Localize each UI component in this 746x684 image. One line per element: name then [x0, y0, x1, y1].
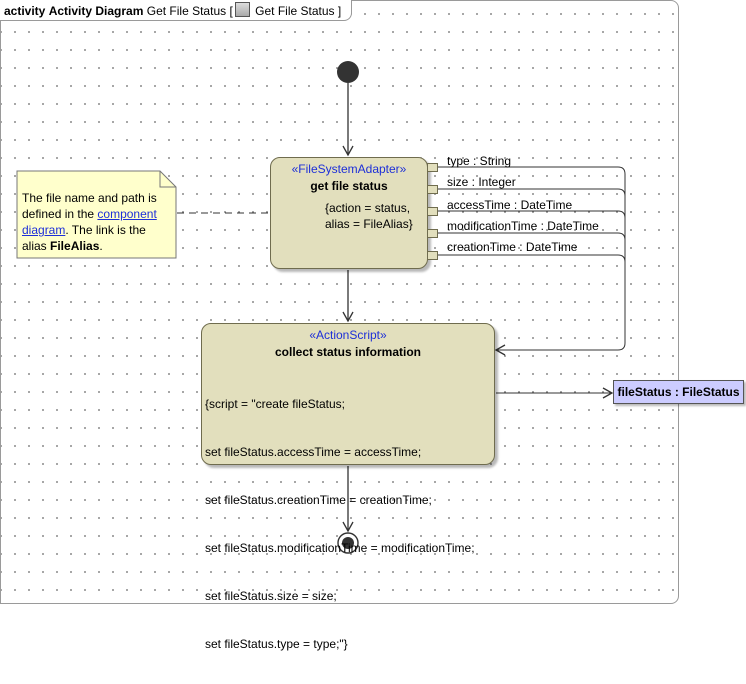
behavior-name: Get File Status [255, 4, 335, 18]
object-flow-modification[interactable] [438, 232, 626, 241]
note-alias: FileAlias [50, 239, 100, 253]
bracket-close: ] [337, 4, 342, 18]
action-tag-line: alias = FileAlias} [325, 217, 413, 231]
action-collect-status[interactable]: «ActionScript» collect status informatio… [201, 323, 495, 651]
object-flow-creation[interactable] [438, 254, 626, 263]
action-tags: {action = status, alias = FileAlias} [325, 200, 413, 232]
note-text-part: . The link is the alias [22, 223, 146, 253]
note-text-part: . [99, 239, 103, 253]
output-pin-creation-time[interactable] [427, 251, 438, 260]
activity-final-node-inner [342, 537, 354, 549]
action-get-file-status[interactable]: «FileSystemAdapter» get file status {act… [270, 157, 428, 269]
diagram-title: Get File Status [146, 4, 227, 18]
action-name: get file status [310, 179, 388, 193]
note-shape [16, 170, 177, 259]
diagram-edges [16, 61, 626, 554]
pin-label: modificationTime : DateTime [447, 219, 599, 233]
object-flow-access[interactable] [438, 210, 626, 219]
diagram-title-tab[interactable]: activity Activity Diagram Get File Statu… [0, 0, 353, 21]
component-diagram-link[interactable]: component diagram [22, 207, 157, 237]
diagram-name: Activity Diagram [48, 4, 144, 18]
diagram-frame [0, 0, 679, 604]
action-name: collect status information [274, 345, 422, 359]
object-node-filestatus[interactable]: fileStatus : FileStatus [613, 380, 744, 404]
stereotype-actionscript: «ActionScript» [309, 328, 387, 342]
script-line: set fileStatus.size = size; [205, 589, 337, 603]
object-flow-type[interactable] [438, 166, 626, 351]
stereotype-filesystemadapter: «FileSystemAdapter» [291, 162, 407, 176]
action-tag-line: {action = status, [325, 201, 411, 215]
action-script: {script = "create fileStatus; set fileSt… [205, 364, 475, 684]
activity-icon [234, 2, 250, 17]
object-flow-size[interactable] [438, 188, 626, 197]
note-fold [159, 171, 176, 188]
note-text: The file name and path is defined in the… [22, 190, 172, 254]
script-line: set fileStatus.type = type;"} [205, 637, 348, 651]
pin-label: type : String [447, 154, 512, 168]
pin-label: accessTime : DateTime [447, 198, 573, 212]
script-line: set fileStatus.accessTime = accessTime; [205, 445, 422, 459]
output-pin-modification-time[interactable] [427, 229, 438, 238]
script-line: {script = "create fileStatus; [205, 397, 345, 411]
diagram-kind: activity [4, 4, 46, 18]
initial-node[interactable] [337, 61, 359, 83]
bracket-open: [ [229, 4, 233, 18]
output-pin-access-time[interactable] [427, 207, 438, 216]
output-pin-size[interactable] [427, 185, 438, 194]
output-pin-type[interactable] [427, 163, 438, 172]
pin-label: creationTime : DateTime [447, 240, 578, 254]
script-line: set fileStatus.creationTime = creationTi… [205, 493, 432, 507]
comment-note[interactable]: The file name and path is defined in the… [17, 171, 176, 258]
pin-label: size : Integer [447, 175, 516, 189]
note-text-part: The file name and path is defined in the [22, 191, 157, 221]
script-line: set fileStatus.modificationTime = modifi… [205, 541, 475, 555]
